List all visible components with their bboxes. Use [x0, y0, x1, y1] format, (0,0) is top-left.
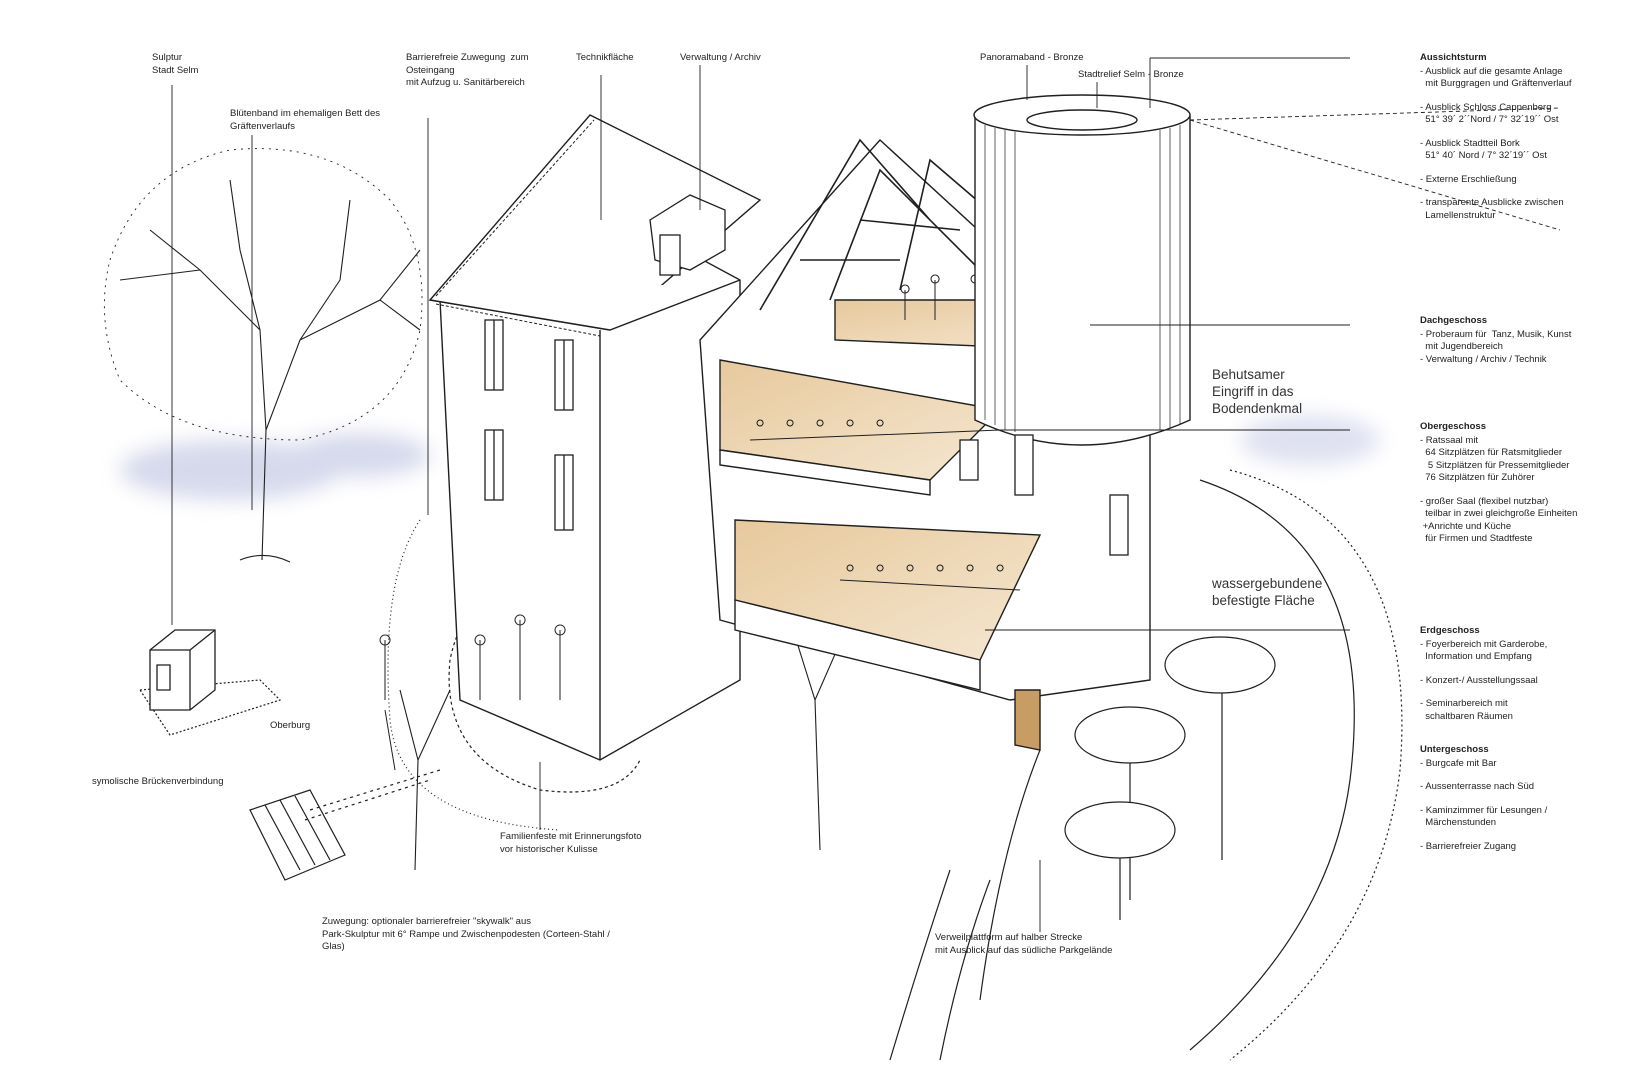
legend-item: - Ausblick Schloss Cappenberg 51° 39´ 2´… — [1420, 101, 1559, 126]
legend-ground: Erdgeschoss - Foyerbereich mit Garderobe… — [1420, 625, 1620, 734]
label-oberburg: Oberburg — [270, 720, 311, 731]
skywalk-bridge — [249, 789, 346, 881]
building-west — [428, 114, 762, 761]
legend-item: - Proberaum für Tanz, Musik, Kunst mit J… — [1420, 328, 1572, 365]
legend-basement-title: Untergeschoss — [1420, 744, 1489, 755]
callout-intervention: Behutsamer Eingriff in das Bodendenkmal — [1212, 367, 1303, 416]
leader-lines — [171, 57, 1561, 932]
legend-item: - Externe Erschließung — [1420, 173, 1517, 185]
legend-tower-title: Aussichtsturm — [1420, 52, 1487, 63]
legend-item: - Ausblick Stadtteil Bork 51° 40´ Nord /… — [1420, 137, 1547, 162]
label-sculpture: Sulptur Stadt Selm — [152, 52, 199, 76]
legend-tower: Aussichtsturm - Ausblick auf die gesamte… — [1420, 52, 1620, 233]
legend-item: - Ausblick auf die gesamte Anlage mit Bu… — [1420, 65, 1572, 90]
legend-item: - Konzert-/ Ausstellungssaal — [1420, 674, 1538, 686]
label-rest-platform: Verweilplattform auf halber Strecke mit … — [935, 932, 1113, 956]
windows-east — [959, 434, 1129, 556]
legend-item: - Foyerbereich mit Garderobe, Informatio… — [1420, 638, 1548, 663]
label-panorama-band: Panoramaband - Bronze — [980, 52, 1084, 63]
label-skywalk-access: Zuwegung: optionaler barrierefreier "sky… — [322, 916, 610, 952]
legend-item: - Ratssaal mit 64 Sitzplätzen für Ratsmi… — [1420, 434, 1570, 484]
label-family-events: Familienfeste mit Erinnerungsfoto vor hi… — [500, 831, 642, 855]
legend-item: - Aussenterrasse nach Süd — [1420, 781, 1535, 792]
legend-upper-title: Obergeschoss — [1420, 421, 1486, 432]
sculpture-block — [149, 629, 216, 711]
label-access-east: Barrierefreie Zuwegung zum Osteingang mi… — [406, 52, 529, 88]
callout-surface: wassergebundene befestigte Fläche — [1212, 576, 1323, 608]
legend-item: - großer Saal (flexibel nutzbar) teilbar… — [1420, 495, 1578, 545]
lookout-tower — [973, 94, 1191, 446]
legend-item: - transparente Ausblicke zwischen Lamell… — [1420, 197, 1564, 221]
label-admin-archive: Verwaltung / Archiv — [680, 52, 761, 63]
legend-item: - Seminarbereich mit schaltbaren Räumen — [1420, 698, 1513, 722]
dormer — [649, 194, 726, 276]
label-bridge-link: symolische Brückenverbindung — [92, 776, 224, 787]
cafe-umbrellas — [1064, 636, 1276, 920]
legend-ground-title: Erdgeschoss — [1420, 625, 1480, 636]
label-bloom-band: Blütenband im ehemaligen Bett des Gräfte… — [230, 108, 380, 132]
watercolor-wash — [120, 415, 1380, 500]
legend-attic-title: Dachgeschoss — [1420, 315, 1488, 326]
legend-basement: Untergeschoss - Burgcafe mit Bar - Ausse… — [1420, 744, 1620, 864]
legend-item: - Barrierefreier Zugang — [1420, 840, 1517, 852]
roof-edge — [435, 119, 601, 337]
tree-left — [103, 148, 423, 563]
legend-attic: Dachgeschoss - Proberaum für Tanz, Musik… — [1420, 315, 1620, 377]
label-city-relief: Stadtrelief Selm - Bronze — [1078, 69, 1184, 80]
tower-lamellas — [984, 125, 1181, 432]
legend-item: - Kaminzimmer für Lesungen / Märchenstun… — [1420, 804, 1548, 829]
windows-west — [484, 319, 574, 531]
label-tech-area: Technikfläche — [576, 52, 634, 63]
legend-upper: Obergeschoss - Ratssaal mit 64 Sitzplätz… — [1420, 421, 1620, 557]
legend-item: - Burgcafe mit Bar — [1420, 757, 1497, 769]
